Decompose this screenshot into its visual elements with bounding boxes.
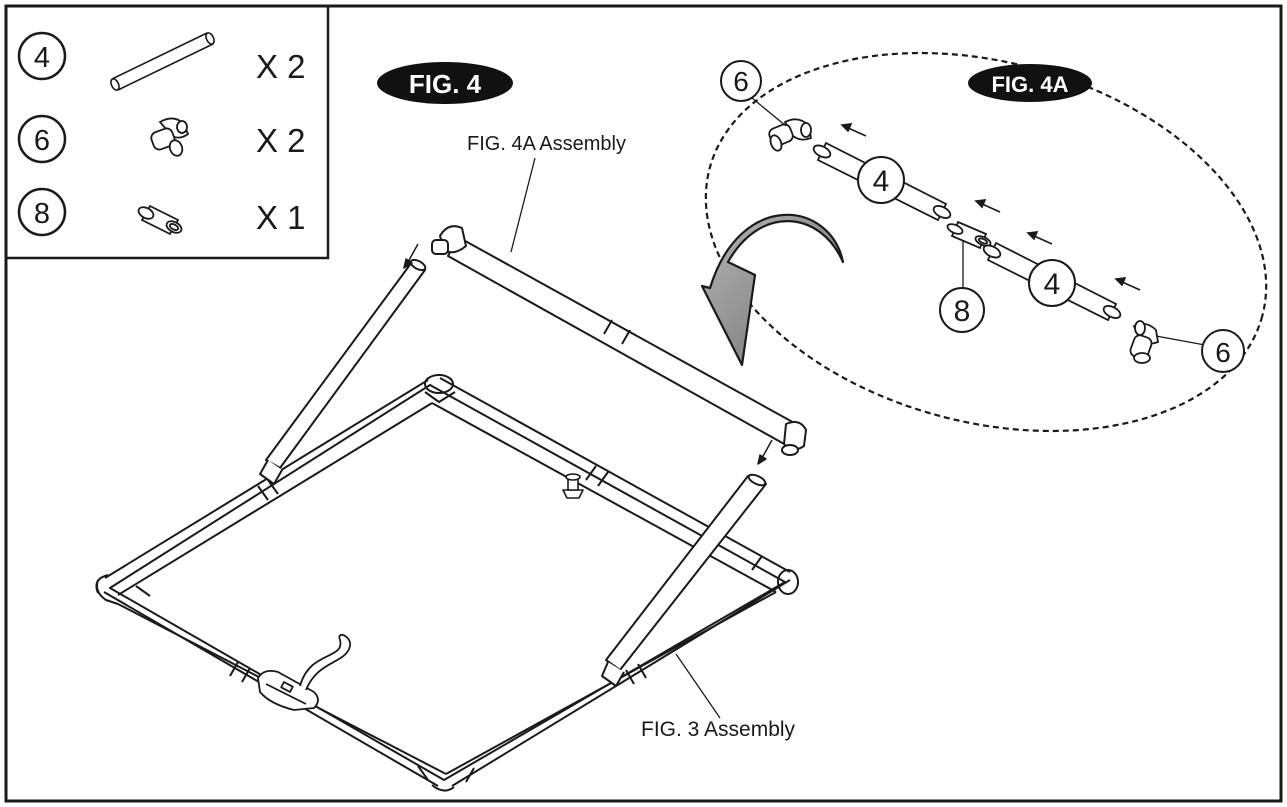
part-label-circle <box>857 156 905 204</box>
part-label: 8 <box>954 295 971 328</box>
part-quantity: X 2 <box>256 122 306 159</box>
straight-coupler-icon <box>137 204 183 236</box>
part-number: 8 <box>34 198 50 230</box>
part-number-circle <box>17 114 67 164</box>
detail-fig4a: FIG. 4A 6 4 <box>704 51 1268 433</box>
straight-coupler <box>946 220 992 250</box>
part-label: 6 <box>1215 337 1231 368</box>
frame-assembly <box>95 225 807 792</box>
top-crossbar <box>431 225 807 456</box>
part-number: 6 <box>34 125 50 157</box>
part-quantity: X 1 <box>256 199 306 236</box>
valve-icon <box>562 473 584 499</box>
direction-arrow-icon <box>1026 231 1053 245</box>
tube-icon <box>110 32 215 91</box>
part-label: 4 <box>873 165 890 198</box>
direction-arrow-icon <box>974 199 1001 213</box>
part-label-circle <box>720 60 762 102</box>
figure-badge-fig4: FIG. 4 <box>377 62 513 104</box>
part-label-circle <box>1201 329 1245 373</box>
callout-fig4a-assembly: FIG. 4A Assembly <box>467 133 626 155</box>
part-label: 6 <box>733 66 749 97</box>
part-number: 4 <box>34 42 50 74</box>
upright-pole-left <box>259 258 427 485</box>
direction-arrow-icon <box>1114 277 1141 291</box>
parts-row: 6 X 2 <box>17 114 306 164</box>
part-number-circle <box>17 187 67 237</box>
drop-arrow-icon <box>403 243 419 269</box>
part-number-circle <box>17 31 67 81</box>
leader-line <box>1155 335 1206 346</box>
part-label-circle <box>1028 259 1076 307</box>
upright-pole-right <box>601 473 767 687</box>
figure-badge-fig4a <box>968 64 1092 102</box>
diagram-border <box>4 4 1283 803</box>
elbow-connector <box>1129 320 1160 364</box>
callout-fig3-assembly: FIG. 3 Assembly <box>641 718 796 741</box>
drop-arrow-icon <box>757 439 773 465</box>
leader-line <box>751 97 787 127</box>
callout-leader <box>675 653 721 719</box>
parts-row: 8 X 1 <box>17 187 306 237</box>
svg-text:FIG. 4: FIG. 4 <box>409 69 482 99</box>
parts-legend: 4 X 2 6 X 2 8 <box>6 6 330 260</box>
part-quantity: X 2 <box>256 48 306 85</box>
direction-arrow-icon <box>840 123 867 137</box>
elbow-connector <box>768 118 813 152</box>
curved-arrow-icon <box>700 213 845 367</box>
part-label: 4 <box>1044 268 1061 301</box>
elbow-connector-icon <box>150 117 190 157</box>
parts-row: 4 X 2 <box>17 31 306 91</box>
part-label-circle <box>939 287 985 333</box>
svg-text:FIG. 4A: FIG. 4A <box>991 72 1068 97</box>
pump-icon <box>257 633 351 711</box>
callout-leader <box>510 157 536 253</box>
